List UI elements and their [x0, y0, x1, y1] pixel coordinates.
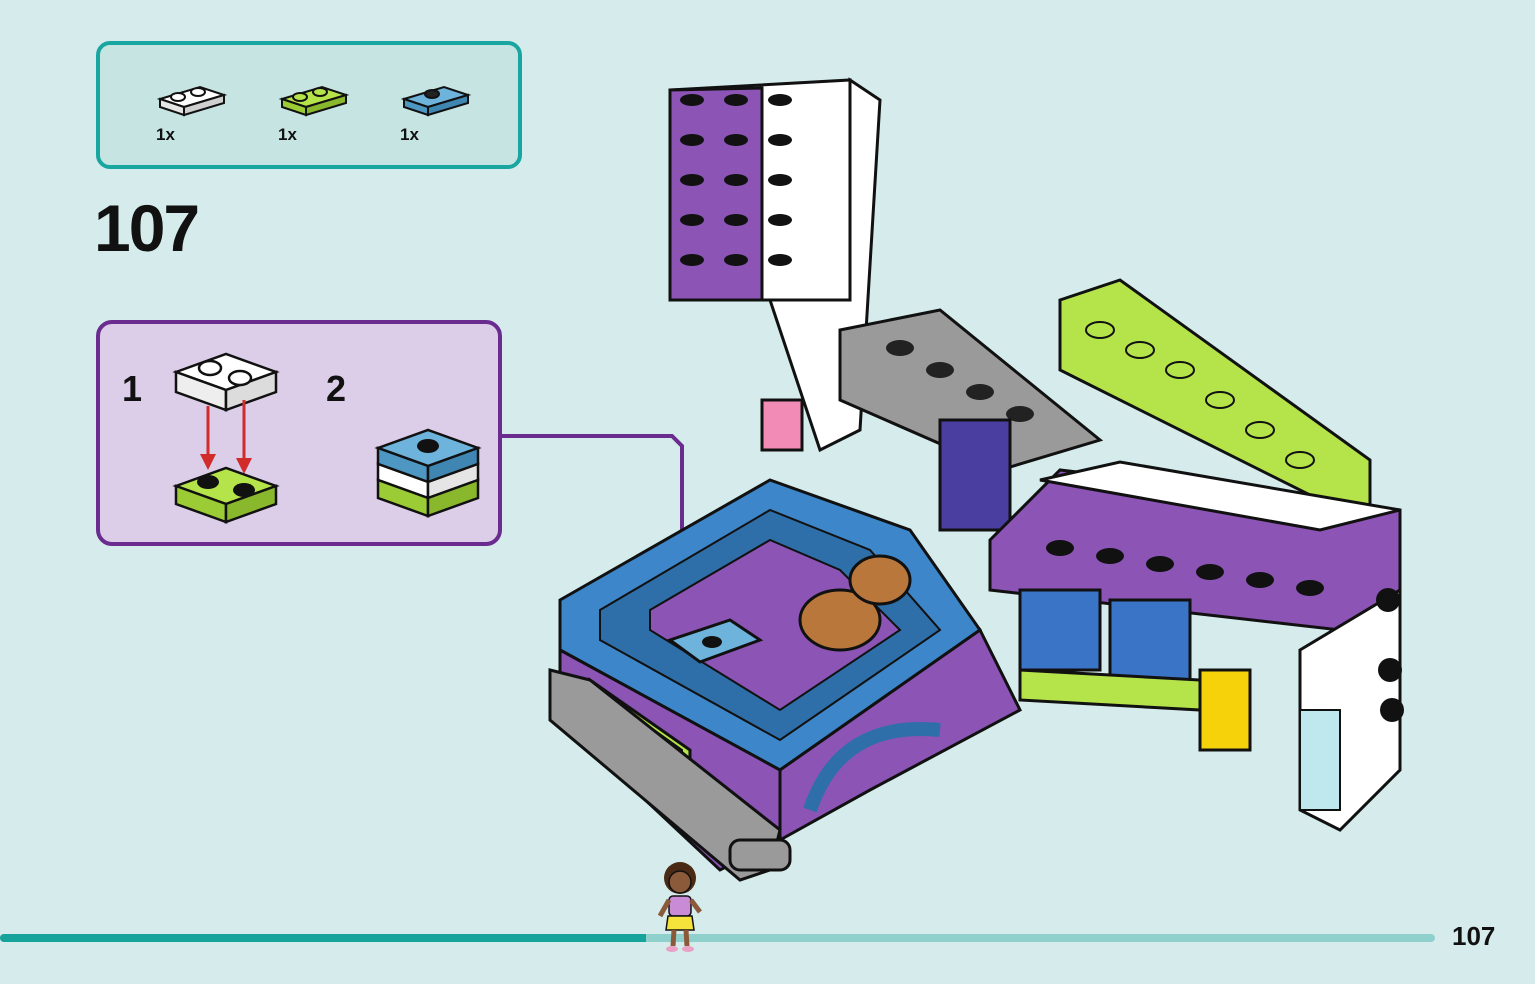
- page-number: 107: [1452, 921, 1496, 951]
- substep-1-illustration: [172, 352, 280, 524]
- white-plate-icon: [156, 85, 228, 117]
- lime-plate-icon: [278, 85, 350, 117]
- parts-list-box: 1x 1x 1x: [96, 41, 522, 169]
- substep-2-illustration: [374, 428, 482, 518]
- blue-jumper-plate-icon: [400, 85, 472, 117]
- minifigure-progress-marker: [657, 862, 702, 952]
- progress-bar-fill: [0, 934, 646, 942]
- part-quantity: 1x: [156, 125, 175, 144]
- substep-number: 1: [122, 368, 143, 409]
- part-quantity: 1x: [400, 125, 419, 144]
- part-quantity: 1x: [278, 125, 297, 144]
- progress-bar: [0, 934, 1435, 942]
- part-lime-plate: 1x: [278, 73, 358, 153]
- part-white-plate: 1x: [156, 73, 236, 153]
- subassembly-box: 1 2: [96, 320, 502, 546]
- step-number: 107: [94, 191, 200, 265]
- vehicle-model-illustration: [548, 77, 1404, 882]
- substep-number: 2: [326, 368, 347, 409]
- part-blue-jumper-plate: 1x: [400, 73, 480, 153]
